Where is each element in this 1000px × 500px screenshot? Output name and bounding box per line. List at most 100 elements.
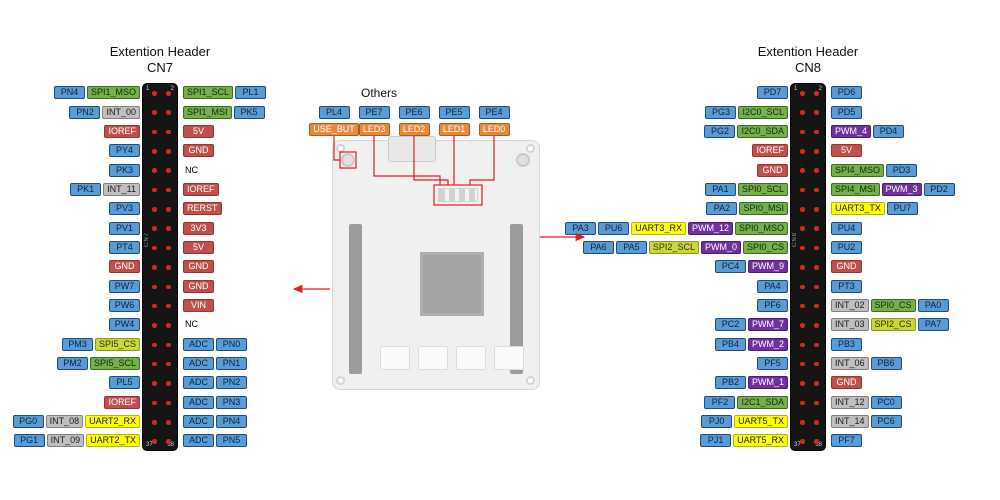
pin-dot bbox=[814, 419, 819, 425]
pin-dot bbox=[814, 342, 819, 348]
pin-label-spi5-scl: SPI5_SCL bbox=[89, 356, 140, 370]
pin-label-pl1: PL1 bbox=[235, 86, 267, 100]
others-title: Others bbox=[360, 86, 397, 100]
board-mounting-hole bbox=[526, 144, 535, 153]
pin-label-3v3: 3V3 bbox=[183, 221, 214, 235]
pin-label-pn1: PN1 bbox=[216, 356, 247, 370]
pin-label-uart5-rx: UART5_RX bbox=[733, 434, 788, 448]
pin-dot bbox=[152, 323, 157, 328]
pin-label-pa1: PA1 bbox=[704, 182, 736, 196]
pin-dot bbox=[814, 168, 819, 173]
pin-label-pwm-2: PWM_2 bbox=[747, 337, 788, 351]
cn8-strip-label: CN8 bbox=[792, 232, 798, 248]
pin-label-pe4: PE4 bbox=[478, 106, 510, 119]
pin-dot bbox=[152, 419, 157, 425]
pin-dot bbox=[166, 207, 171, 212]
board-led-cluster bbox=[438, 188, 478, 202]
pin-dot bbox=[166, 284, 171, 290]
pin-label-pf7: PF7 bbox=[831, 434, 862, 448]
pin-label-pv1: PV1 bbox=[109, 221, 140, 235]
pin-dot bbox=[800, 149, 805, 154]
pin-label-use-but: USE_BUT bbox=[309, 123, 359, 136]
pin-label-adc: ADC bbox=[183, 415, 214, 429]
pin-label-pl5: PL5 bbox=[109, 376, 140, 390]
pin-label-pu7: PU7 bbox=[886, 202, 918, 216]
pin-dot bbox=[152, 342, 157, 348]
cn8-pin-number-37: 37 bbox=[794, 442, 801, 448]
pin-label-pa6: PA6 bbox=[582, 240, 614, 254]
pin-label-gnd: GND bbox=[831, 376, 862, 390]
pin-dot bbox=[166, 91, 171, 96]
pin-label-uart2-rx: UART2_RX bbox=[85, 415, 140, 429]
pin-dot bbox=[800, 129, 805, 135]
pin-label-pw4: PW4 bbox=[109, 318, 140, 332]
pin-label-pd6: PD6 bbox=[831, 86, 862, 100]
board-mounting-hole bbox=[526, 376, 535, 385]
pin-label-pc2: PC2 bbox=[714, 318, 746, 332]
pin-label-nc: NC bbox=[185, 319, 198, 330]
pin-label-spi0-msi: SPI0_MSI bbox=[739, 202, 788, 216]
pin-dot bbox=[814, 245, 819, 251]
pin-label-spi4-msi: SPI4_MSI bbox=[831, 182, 880, 196]
pin-label-gnd: GND bbox=[109, 260, 140, 274]
pin-label-ioref: IOREF bbox=[104, 124, 140, 138]
pin-dot bbox=[166, 303, 171, 309]
pin-label-i2c0-scl: I2C0_SCL bbox=[738, 105, 788, 119]
pin-dot bbox=[800, 323, 805, 328]
pin-label-pt4: PT4 bbox=[109, 240, 140, 254]
pin-label-int-00: INT_00 bbox=[102, 105, 140, 119]
pin-dot bbox=[814, 400, 819, 406]
pin-dot bbox=[800, 439, 805, 444]
pin-dot bbox=[814, 91, 819, 96]
pin-label-pg3: PG3 bbox=[705, 105, 737, 119]
pin-label-led0: LED0 bbox=[478, 123, 510, 136]
pin-label-pwm-1: PWM_1 bbox=[747, 376, 788, 390]
pin-dot bbox=[814, 323, 819, 328]
pin-label-gnd: GND bbox=[831, 260, 862, 274]
pin-label-pc4: PC4 bbox=[714, 260, 746, 274]
pin-label-spi1-msi: SPI1_MSI bbox=[183, 105, 232, 119]
pin-label-pl4: PL4 bbox=[318, 106, 350, 119]
pin-label-adc: ADC bbox=[183, 356, 214, 370]
board-right-pin-header bbox=[510, 224, 523, 374]
pin-dot bbox=[800, 91, 805, 96]
cn7-connector-strip: 1 2 37 38 CN7 bbox=[142, 83, 178, 451]
pin-dot bbox=[800, 419, 805, 425]
pin-dot bbox=[800, 303, 805, 309]
pin-label-pg2: PG2 bbox=[704, 124, 736, 138]
pin-label-pwm-0: PWM_0 bbox=[700, 240, 741, 254]
pin-label-pf2: PF2 bbox=[704, 395, 736, 409]
pin-label-pk3: PK3 bbox=[109, 163, 140, 177]
pin-label-int-02: INT_02 bbox=[831, 298, 869, 312]
pin-label-pb3: PB3 bbox=[831, 337, 862, 351]
pin-label-pb2: PB2 bbox=[714, 376, 746, 390]
pin-label-pw7: PW7 bbox=[109, 279, 140, 293]
pin-label-pt3: PT3 bbox=[831, 279, 862, 293]
pin-label-pu4: PU4 bbox=[831, 221, 862, 235]
cn7-pin-number-38: 38 bbox=[167, 442, 174, 448]
board-left-pin-header bbox=[349, 224, 362, 374]
board-user-button bbox=[341, 153, 355, 167]
pin-label-pv3: PV3 bbox=[109, 202, 140, 216]
pin-dot bbox=[800, 381, 805, 386]
pin-dot bbox=[814, 149, 819, 154]
pin-label-pm2: PM2 bbox=[56, 356, 88, 370]
pin-label-pa3: PA3 bbox=[565, 221, 597, 235]
pin-dot bbox=[166, 187, 171, 193]
board-mounting-hole bbox=[336, 144, 345, 153]
cn8-connector-strip: 1 2 37 38 CN8 bbox=[790, 83, 826, 451]
pin-label-int-09: INT_09 bbox=[46, 434, 85, 448]
pin-label-int-06: INT_06 bbox=[831, 356, 869, 370]
pin-dot bbox=[800, 168, 805, 173]
pin-dot bbox=[800, 400, 805, 406]
